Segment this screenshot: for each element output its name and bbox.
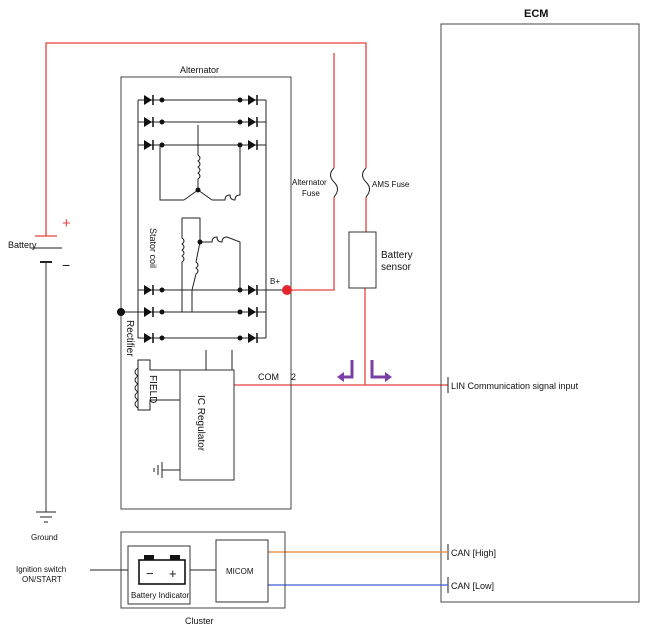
ams-fuse-symbol <box>362 167 370 198</box>
cluster-label: Cluster <box>185 616 214 626</box>
ams-fuse-label: AMS Fuse <box>372 180 410 189</box>
ground-label: Ground <box>31 533 58 542</box>
b-plus-terminal <box>282 285 292 295</box>
diode-icon <box>248 333 256 343</box>
battery-sensor-box <box>348 231 377 289</box>
ic-regulator-label: IC Regulator <box>195 395 206 452</box>
diode-icon <box>144 285 152 295</box>
junction-dot <box>159 119 165 125</box>
ignition-switch-label-2: ON/START <box>22 575 62 584</box>
rectifier-label: Rectifier <box>124 320 135 357</box>
junction-dot <box>237 97 243 103</box>
power-wires <box>35 42 448 386</box>
diode-icon <box>248 285 256 295</box>
junction-dot <box>159 309 165 315</box>
diode-icon <box>144 140 152 150</box>
indicator-plus-sign: + <box>169 566 177 581</box>
battery-sensor-label-2: sensor <box>381 262 412 273</box>
stator-coil-upper <box>159 125 241 201</box>
com-pin-number: 2 <box>291 372 296 382</box>
ground-symbol: Ground <box>31 511 58 542</box>
battery-sensor-label-1: Battery <box>381 250 413 261</box>
stator-coil-label: Stator coil <box>148 228 158 268</box>
diode-icon <box>144 95 152 105</box>
alternator-fuse-to-b-plus-wire <box>287 197 335 291</box>
alternator-fuse-label-1: Alternator <box>292 178 327 187</box>
ecm-box <box>440 23 640 603</box>
junction-dot <box>159 335 165 341</box>
junction-dot <box>159 97 165 103</box>
junction-dot <box>159 287 165 293</box>
indicator-minus-sign: − <box>146 566 154 581</box>
battery-plus-sign: + <box>62 215 71 232</box>
micom-box <box>215 539 269 603</box>
lin-arrow-left-icon <box>342 360 354 379</box>
rectifier-bridge <box>121 95 287 343</box>
rectifier-negative-node <box>117 308 125 316</box>
diode-icon <box>248 117 256 127</box>
micom-label: MICOM <box>226 567 254 576</box>
diode-icon <box>144 117 152 127</box>
junction-dot <box>237 335 243 341</box>
diode-icon <box>144 307 152 317</box>
field-label: FIELD <box>147 375 158 403</box>
diode-icon <box>144 333 152 343</box>
lin-arrow-left-head <box>337 372 344 382</box>
lin-arrow-right-head <box>385 372 392 382</box>
battery-to-sensor-wire <box>45 42 367 236</box>
junction-dot <box>159 142 165 148</box>
can-low-label: CAN [Low] <box>451 581 494 591</box>
stator-coil-lower <box>181 217 241 312</box>
battery-label: Battery <box>8 240 37 250</box>
ic-regulator-box <box>179 369 235 481</box>
ecm-title: ECM <box>524 8 548 20</box>
lin-arrow-right-icon <box>370 360 386 379</box>
com-label: COM <box>258 372 279 382</box>
battery-minus-sign: − <box>62 257 70 273</box>
field-coil <box>134 350 233 411</box>
battery-indicator-icon: − + <box>138 555 186 585</box>
battery: + − Battery <box>8 215 71 512</box>
junction-dot <box>237 309 243 315</box>
diode-icon <box>248 140 256 150</box>
can-high-label: CAN [High] <box>451 548 496 558</box>
alternator-fuse-label-2: Fuse <box>302 189 320 198</box>
b-plus-label: B+ <box>270 277 280 286</box>
lin-input-label: LIN Communication signal input <box>451 381 579 391</box>
junction-dot <box>237 119 243 125</box>
battery-indicator-label: Battery Indicator <box>131 591 190 600</box>
diode-icon <box>248 95 256 105</box>
alternator-label: Alternator <box>180 65 219 75</box>
ignition-switch-label-1: Ignition switch <box>16 565 66 574</box>
diode-icon <box>248 307 256 317</box>
alternator-fuse-symbol <box>330 167 338 198</box>
regulator-ground-symbol <box>153 462 180 478</box>
